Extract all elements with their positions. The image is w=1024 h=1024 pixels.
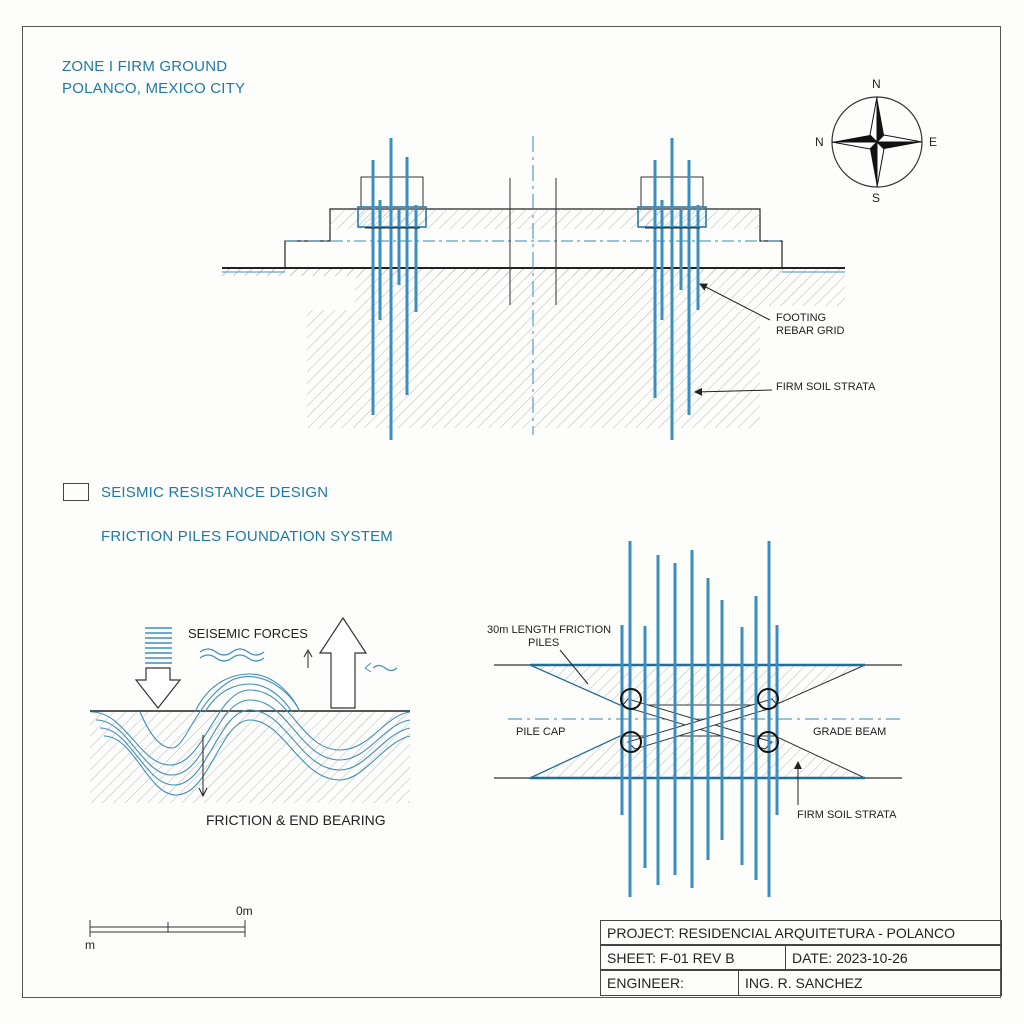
- scale-zero-label: 0m: [236, 904, 253, 918]
- rebar-grid-label: REBAR GRID: [776, 325, 845, 337]
- sheet-date: DATE: 2023-10-26: [792, 949, 908, 966]
- firm-soil-label-top: FIRM SOIL STRATA: [776, 381, 876, 393]
- project-name: PROJECT: RESIDENCIAL ARQUITETURA - POLAN…: [607, 924, 955, 941]
- engineer-label: ENGINEER:: [601, 971, 739, 995]
- friction-piles-title: FRICTION PILES FOUNDATION SYSTEM: [101, 528, 393, 545]
- pile-grade-beam-diagram: [494, 541, 902, 897]
- sheet-number: SHEET: F-01 REV B: [601, 946, 786, 969]
- scale-bar: [89, 920, 246, 937]
- location-title: POLANCO, MEXICO CITY: [62, 80, 246, 97]
- scale-unit-label: m: [85, 938, 95, 952]
- compass-west-label: N: [815, 135, 824, 149]
- pile-cap-label: PILE CAP: [516, 726, 566, 738]
- engineer-name: ING. R. SANCHEZ: [745, 975, 863, 991]
- zone-title: ZONE I FIRM GROUND: [62, 58, 228, 75]
- compass-rose-icon: [831, 96, 923, 188]
- seismic-forces-diagram: [90, 616, 411, 803]
- firm-soil-label-bottom: FIRM SOIL STRATA: [797, 809, 897, 821]
- legend-swatch: [63, 483, 89, 501]
- title-block-sheet-row: SHEET: F-01 REV B DATE: 2023-10-26: [600, 945, 1002, 970]
- grade-beam-label: GRADE BEAM: [813, 726, 887, 738]
- drawing-sheet-border: [22, 26, 1001, 998]
- footing-label: FOOTING: [776, 312, 827, 324]
- friction-bearing-label: FRICTION & END BEARING: [206, 812, 386, 828]
- pile-length-label: 30m LENGTH FRICTION: [487, 624, 612, 636]
- title-block-project-row: PROJECT: RESIDENCIAL ARQUITETURA - POLAN…: [600, 920, 1002, 945]
- title-block-engineer-row: ENGINEER: ING. R. SANCHEZ: [600, 970, 1002, 996]
- foundation-section-top: [222, 136, 845, 440]
- compass-south-label: S: [872, 191, 881, 205]
- piles-label: PILES: [528, 637, 560, 649]
- compass-east-label: E: [929, 135, 938, 149]
- title-block: PROJECT: RESIDENCIAL ARQUITETURA - POLAN…: [600, 920, 1002, 998]
- seismic-design-title: SEISMIC RESISTANCE DESIGN: [101, 484, 329, 501]
- seismic-forces-label: SEISEMIC FORCES: [188, 626, 308, 641]
- compass-north-label: N: [872, 77, 881, 91]
